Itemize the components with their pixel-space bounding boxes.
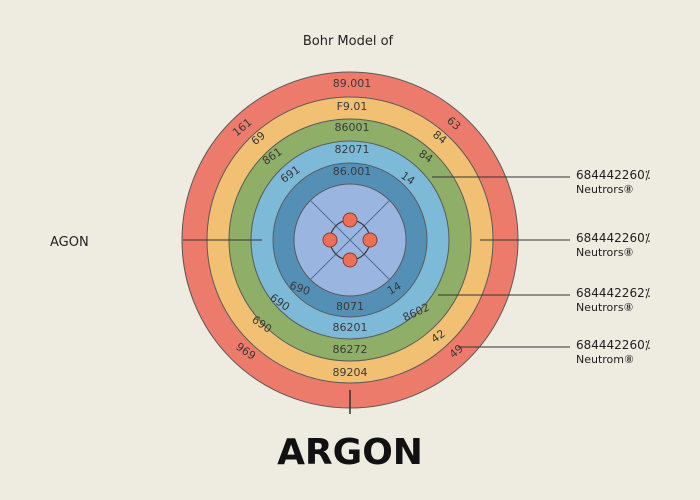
ring5-top-label: 86.001 xyxy=(333,165,372,178)
element-left-label: AGON xyxy=(50,235,89,250)
diagram-title: Bohr Model of xyxy=(303,34,394,49)
callout-1-number: 684442260⁒ xyxy=(576,168,650,182)
ring2-top-label: F9.01 xyxy=(337,100,368,113)
callout-2-label: Neutrors⑧ xyxy=(576,246,634,259)
ring4-bottom-label: 86201 xyxy=(333,321,368,334)
ring4-top-label: 82071 xyxy=(335,143,370,156)
proton-particle xyxy=(322,232,338,248)
ring2-bottom-label: 89204 xyxy=(333,366,368,379)
callout-2-number: 684442260⁒ xyxy=(576,231,650,245)
nucleus-spoke xyxy=(309,199,391,281)
callout-1-label: Neutrors⑧ xyxy=(576,183,634,196)
callout-3-number: 684442262⁒ xyxy=(576,286,650,300)
callout-4-number: 684442260⁒ xyxy=(576,338,650,352)
proton-particle xyxy=(342,252,358,268)
ring5-bottom-label: 8071 xyxy=(336,300,364,313)
element-name-heading: ARGON xyxy=(277,432,423,473)
ring4-bottom-right-label: 14 xyxy=(385,279,404,297)
callout-3-label: Neutrors⑧ xyxy=(576,301,634,314)
proton-particle xyxy=(342,212,358,228)
proton-particle xyxy=(362,232,378,248)
ring1-top-label: 89.001 xyxy=(333,77,372,90)
ring3-top-label: 86001 xyxy=(335,121,370,134)
callout-4-label: Neutrom⑧ xyxy=(576,353,634,366)
ring3-bottom-label: 86272 xyxy=(333,343,368,356)
